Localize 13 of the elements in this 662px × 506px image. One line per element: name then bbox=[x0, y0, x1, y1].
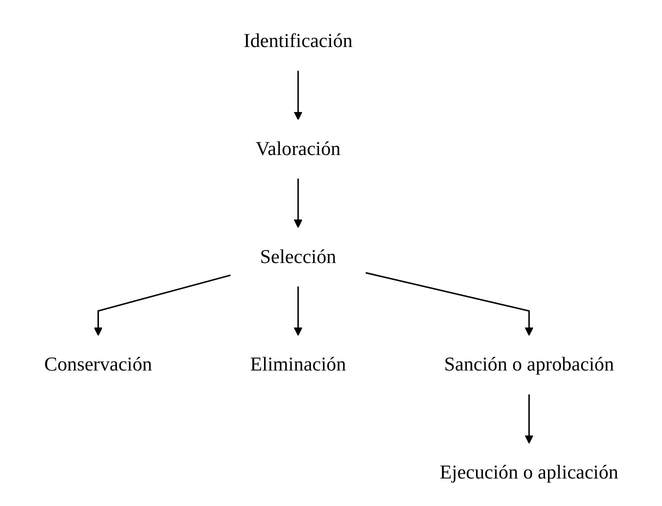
arrow bbox=[524, 394, 534, 444]
node-text: Valoración bbox=[255, 138, 340, 160]
arrow bbox=[94, 274, 230, 336]
arrow bbox=[293, 286, 302, 336]
node-text: Identificación bbox=[243, 30, 352, 52]
arrow bbox=[293, 178, 302, 228]
node-text: Ejecución o aplicación bbox=[439, 462, 618, 484]
arrow bbox=[293, 70, 302, 120]
node-text: Selección bbox=[260, 246, 336, 268]
node-text: Conservación bbox=[44, 354, 152, 376]
arrow bbox=[365, 272, 534, 336]
node-text: Sanción o aprobación bbox=[444, 354, 614, 376]
node-text: Eliminación bbox=[250, 354, 346, 376]
